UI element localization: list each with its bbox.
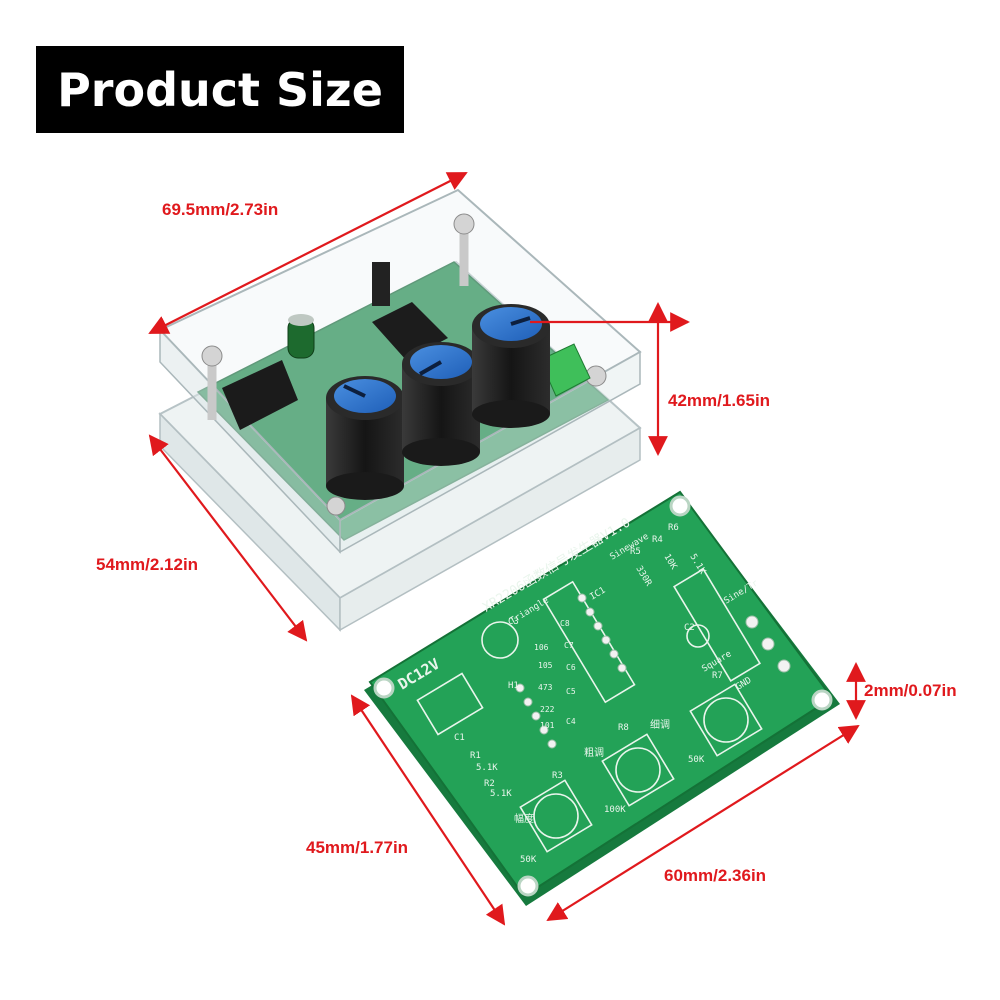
pcb-5-1k-a-label: 5.1K xyxy=(476,763,498,773)
pcb-c7-label: C7 xyxy=(564,641,574,650)
pcb-c3-label: C3 xyxy=(508,617,519,627)
pcb-r5-label: R5 xyxy=(630,547,641,557)
mounting-hole-icon xyxy=(373,677,395,699)
screw-icon xyxy=(326,496,346,516)
pcb-105-label: 105 xyxy=(538,661,553,670)
board-thickness-label: 2mm/0.07in xyxy=(864,681,957,700)
pcb-c2-label: C2 xyxy=(684,623,695,633)
screw-icon xyxy=(201,345,223,367)
dc-jack xyxy=(222,360,298,430)
pcb-amplitude-label: 幅度 xyxy=(514,812,534,825)
pcb-50k-b-label: 50K xyxy=(688,755,705,765)
board-depth-arrow xyxy=(350,694,506,926)
knob-coarse xyxy=(402,342,480,466)
pcb-50k-a-label: 50K xyxy=(520,855,537,865)
pcb-c5-label: C5 xyxy=(566,687,576,696)
knob-fine xyxy=(472,304,550,428)
case-width-label: 69.5mm/2.73in xyxy=(162,200,279,219)
pcb-r3-label: R3 xyxy=(552,771,563,781)
pcb-r6-label: R6 xyxy=(668,523,679,533)
pcb-fine-label: 细调 xyxy=(650,718,670,731)
mounting-hole-icon xyxy=(517,875,539,897)
pcb-r2-label: R2 xyxy=(484,779,495,789)
pcb-c8-label: C8 xyxy=(560,619,570,628)
case-depth-label: 54mm/2.12in xyxy=(96,555,199,574)
case-depth-arrow xyxy=(148,434,308,642)
case-height-label: 42mm/1.65in xyxy=(668,391,771,410)
screw-icon xyxy=(453,213,475,235)
knob-amplitude xyxy=(326,376,404,500)
pcb-h1-label: H1 xyxy=(508,681,519,691)
pcb-100k-label: 100K xyxy=(604,805,626,815)
pcb-5-1k-b-label: 5.1K xyxy=(490,789,512,799)
pcb-coarse-label: 粗调 xyxy=(584,747,604,759)
pcb-c4-label: C4 xyxy=(566,717,576,726)
pcb-r7-label: R7 xyxy=(712,671,723,681)
pcb-r1-label: R1 xyxy=(470,751,481,761)
pcb-106-label: 106 xyxy=(534,643,549,652)
pcb-473-label: 473 xyxy=(538,683,553,692)
board-width-label: 60mm/2.36in xyxy=(664,866,767,885)
mounting-hole-icon xyxy=(669,495,691,517)
pcb-r4-label: R4 xyxy=(652,535,663,545)
pcb-c1-label: C1 xyxy=(454,733,465,743)
pcb-101-label: 101 xyxy=(540,721,555,730)
pcb-c6-label: C6 xyxy=(566,663,576,672)
board-width-arrow xyxy=(546,724,860,922)
page-title: Product Size xyxy=(36,46,404,133)
pcb-r8-label: R8 xyxy=(618,723,629,733)
mounting-hole-icon xyxy=(811,689,833,711)
case-width-arrow xyxy=(148,172,468,334)
pcb-222-label: 222 xyxy=(540,705,555,714)
board-depth-label: 45mm/1.77in xyxy=(306,838,409,857)
